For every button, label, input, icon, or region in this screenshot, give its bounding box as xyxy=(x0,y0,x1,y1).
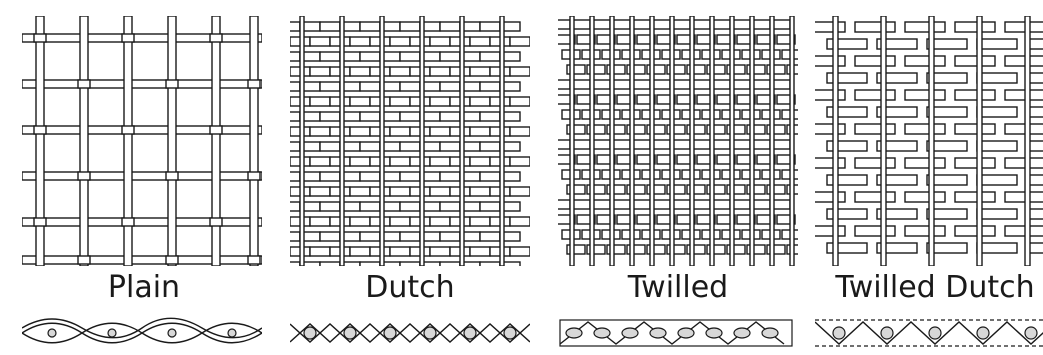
twilled-weave-pattern xyxy=(558,16,798,266)
dutch-weave-pattern xyxy=(290,16,530,266)
twilled-label: Twilled xyxy=(548,266,808,310)
twilled-dutch-cross-section xyxy=(815,316,1043,350)
twilled-dutch-weave-pattern xyxy=(815,16,1043,266)
twilled-dutch-label: Twilled Dutch xyxy=(805,266,1043,310)
plain-weave-pattern xyxy=(22,16,262,266)
plain-cross-section xyxy=(22,316,262,350)
dutch-label: Dutch xyxy=(280,266,540,310)
plain-label: Plain xyxy=(14,266,274,310)
twilled-cross-section xyxy=(558,316,798,350)
dutch-cross-section xyxy=(290,316,530,350)
